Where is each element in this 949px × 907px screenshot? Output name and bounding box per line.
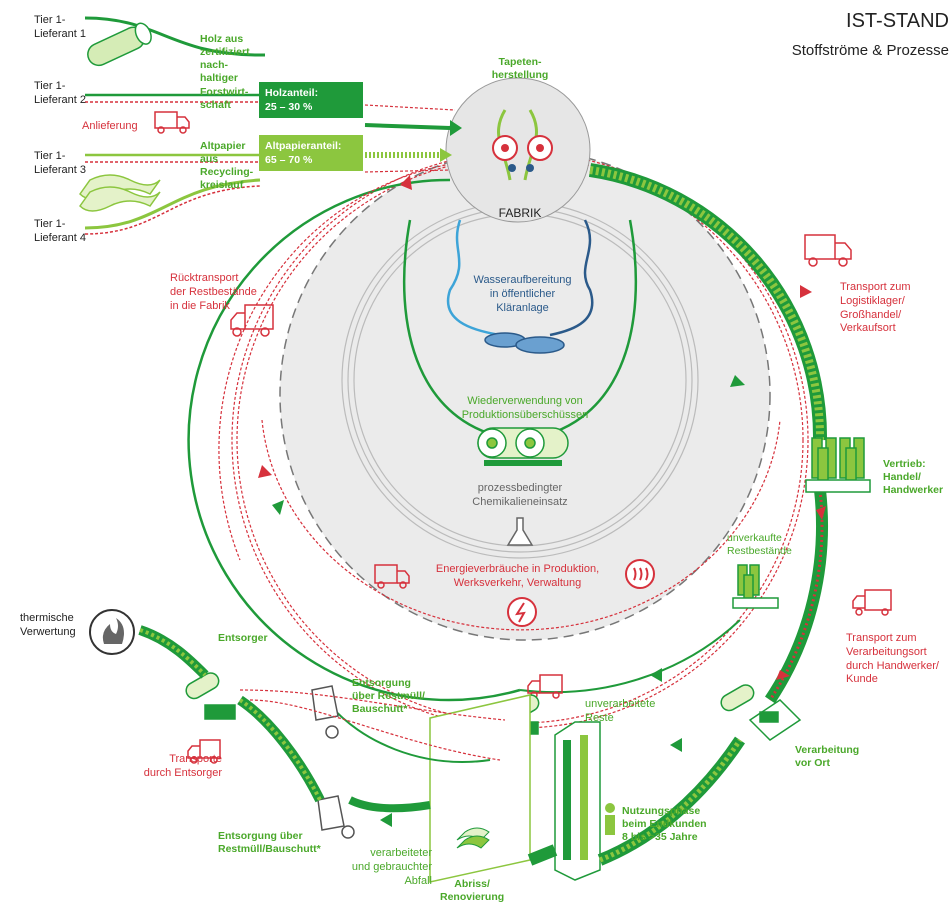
- supplier-1-label: Tier 1- Lieferant 1: [34, 14, 86, 40]
- disposal-lower-label: Entsorgung über Restmüll/Bauschutt*: [218, 830, 321, 856]
- unprocessed-label: unverarbeitete Reste: [585, 698, 656, 724]
- factory-label: FABRIK: [498, 206, 542, 220]
- used-waste-label: verarbeiteter und gebrauchter Abfall: [351, 847, 432, 887]
- wood-share-tag: Holzanteil: 25 – 30 %: [259, 82, 363, 119]
- thermal-label: thermische Verwertung: [20, 612, 76, 638]
- transport-processing-label: Transport zum Verarbeitungsort durch Han…: [846, 632, 939, 686]
- sales-label: Vertrieb: Handel/ Handwerker: [883, 458, 944, 497]
- disposer-label: Entsorger: [218, 632, 268, 644]
- paper-source-label: Altpapier aus Recycling- kreislauf: [200, 140, 254, 192]
- supplier-2-label: Tier 1- Lieferant 2: [34, 80, 86, 106]
- delivery-label: Anlieferung: [82, 120, 138, 132]
- page-title: IST-STAND: [846, 10, 949, 32]
- wood-source-label: Holz aus zertifiziert nach- haltiger For…: [200, 33, 250, 111]
- supplier-3-label: Tier 1- Lieferant 3: [34, 150, 86, 176]
- page-subtitle: Stoffströme & Prozesse: [791, 42, 949, 59]
- unsold-label: unverkaufte Restbestände: [727, 532, 792, 558]
- supplier-4-label: Tier 1- Lieferant 4: [34, 218, 86, 244]
- paper-share-tag: Altpapieranteil: 65 – 70 %: [259, 135, 363, 172]
- disposal-upper-label: Entsorgung über Restmüll/ Bauschutt*: [352, 677, 425, 716]
- reuse-label: Wiederverwendung von Produktionsüberschü…: [461, 395, 589, 421]
- energy-label: Energieverbräuche in Produktion, Werksve…: [435, 563, 600, 589]
- chemicals-label: prozessbedingter Chemikalieneinsatz: [472, 482, 568, 508]
- water-treatment-label: Wasseraufbereitung in öffentlicher Klära…: [473, 274, 572, 314]
- processing-label: Verarbeitung vor Ort: [795, 744, 860, 770]
- production-label: Tapeten- herstellung: [491, 56, 549, 82]
- return-transport-label: Rücktransport der Restbestände in die Fa…: [170, 272, 257, 312]
- transport-logistics-label: Transport zum Logistiklager/ Großhandel/…: [840, 281, 911, 335]
- use-phase-label: Nutzungsphase beim Endkunden 8 bis >35 J…: [622, 805, 707, 844]
- factory-icon: [492, 109, 553, 181]
- transport-disposer-label: Transporte durch Entsorger: [143, 753, 222, 779]
- demolition-label: Abriss/ Renovierung: [440, 878, 505, 904]
